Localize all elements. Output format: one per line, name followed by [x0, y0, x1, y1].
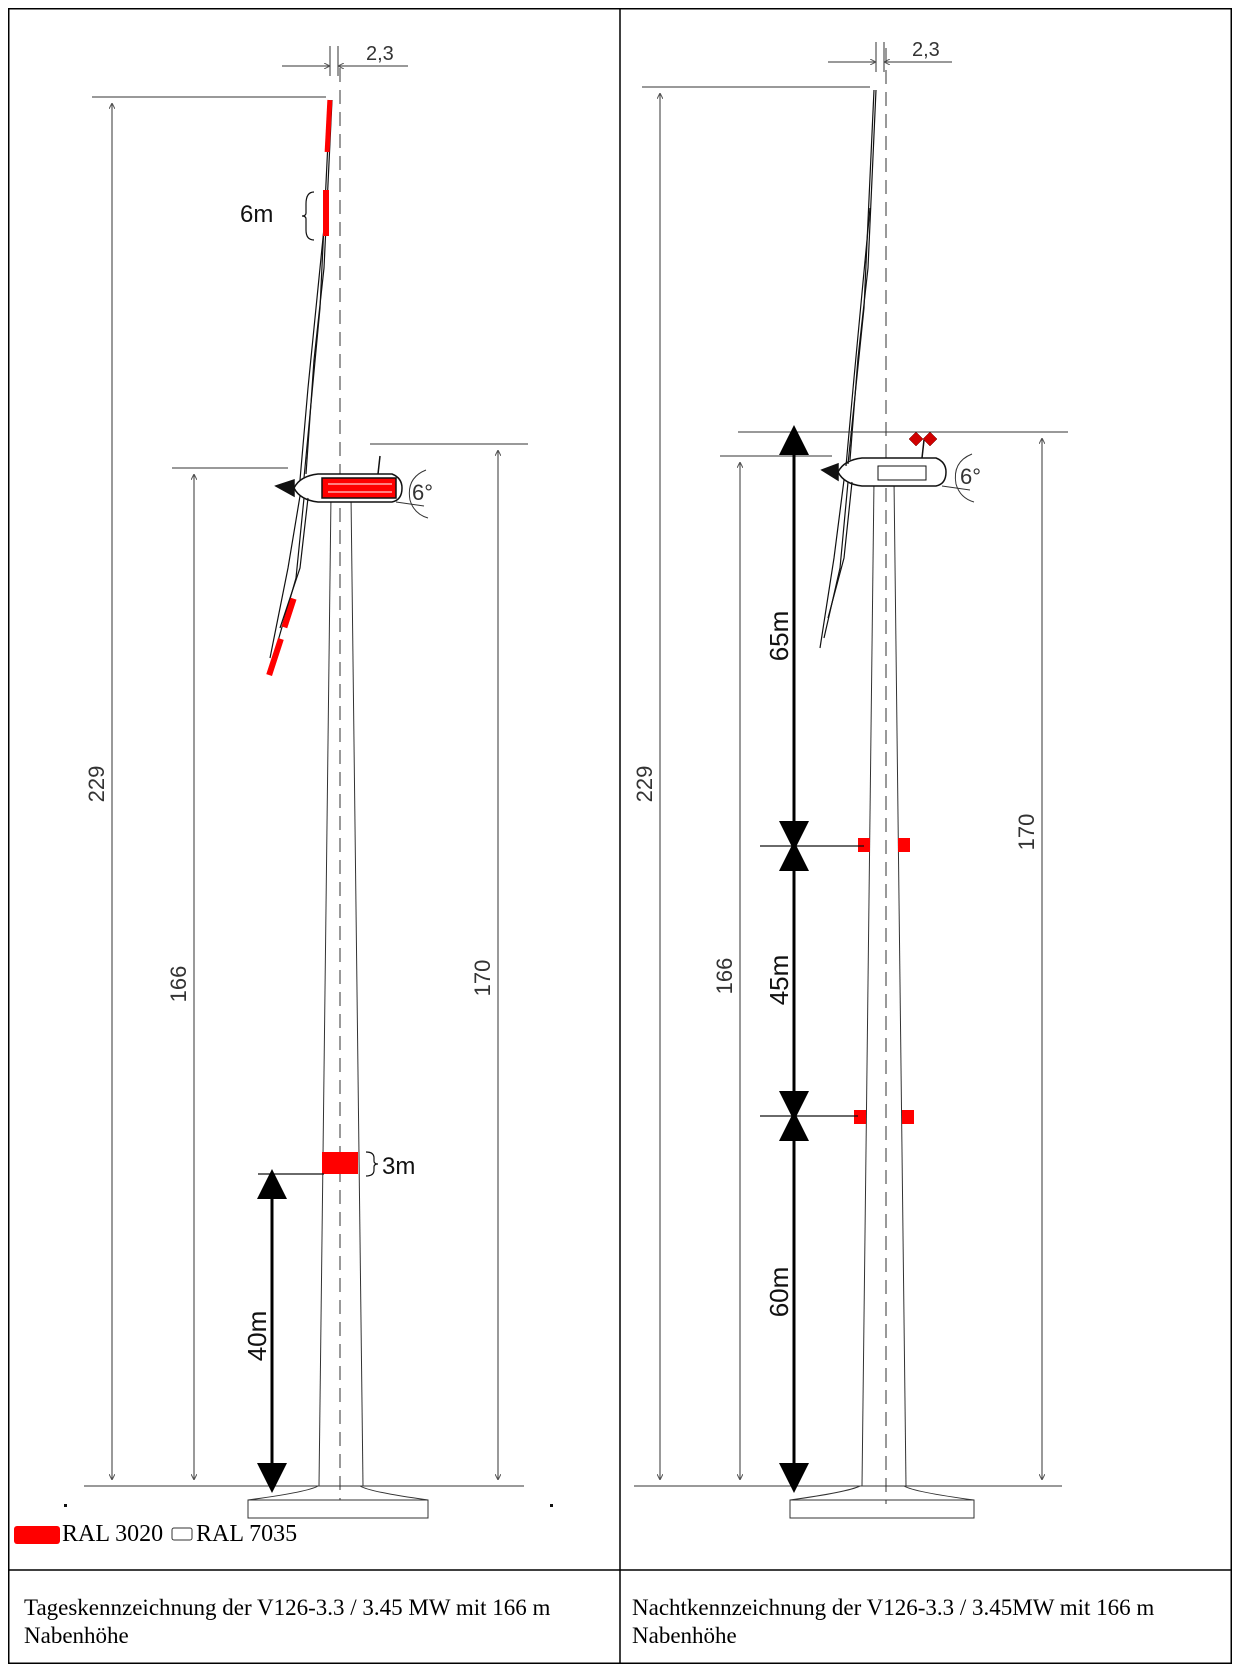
- day-lower-blade: [269, 495, 309, 659]
- legend-grey-swatch: [171, 1527, 193, 1541]
- night-lower-blade: [819, 479, 853, 649]
- night-nacelle-beacons: [908, 431, 938, 447]
- day-caption: Tageskennzeichnung der V126-3.3 / 3.45 M…: [24, 1595, 551, 1648]
- day-blade-band-label: 6m: [240, 201, 273, 228]
- day-foundation: [247, 1485, 429, 1519]
- night-caption: Nachtkennzeichnung der V126-3.3 / 3.45MW…: [632, 1595, 1155, 1648]
- day-blade-band-red: [323, 190, 329, 236]
- day-total-height-label: 229: [84, 766, 109, 803]
- legend-red-swatch: [14, 1526, 60, 1544]
- day-offset-label: 2,3: [366, 43, 394, 65]
- day-hub-height-label: 166: [166, 966, 191, 1003]
- night-total-height-label: 229: [632, 766, 657, 803]
- day-blade-lower-red-2: [266, 638, 284, 676]
- night-foundation: [789, 1485, 975, 1519]
- night-panel: 2,3: [632, 39, 1068, 1519]
- night-tower: [861, 479, 907, 1487]
- night-tower-lights: [854, 838, 914, 1124]
- drawing-frame: 2,3: [8, 8, 1232, 1664]
- day-panel: 2,3: [14, 43, 553, 1544]
- day-blade-lower-red-1: [281, 597, 297, 629]
- night-nacelle: [820, 439, 947, 487]
- night-upper-blade: [845, 89, 877, 467]
- day-blade-tip-red: [324, 99, 333, 153]
- table-grid: [8, 8, 1232, 1664]
- legend-grey-label: RAL 7035: [196, 1521, 298, 1547]
- day-nacelle-height-label: 170: [470, 960, 495, 997]
- night-nacelle-height-label: 170: [1014, 814, 1039, 851]
- night-tilt-label: 6°: [960, 464, 981, 489]
- legend-red-label: RAL 3020: [62, 1521, 164, 1547]
- day-tower-red-band: [322, 1152, 358, 1174]
- day-tower: [318, 494, 364, 1487]
- day-nacelle: [274, 455, 403, 503]
- day-upper-blade: [299, 99, 333, 481]
- day-tilt-label: 6°: [412, 480, 433, 505]
- technical-drawing: 2,3: [8, 8, 1232, 1664]
- day-tower-band-height-label: 40m: [242, 1311, 272, 1362]
- night-offset-label: 2,3: [912, 39, 940, 61]
- day-tower-band-label: 3m: [382, 1153, 415, 1180]
- night-hub-height-label: 166: [712, 958, 737, 995]
- night-upper-segment-label: 65m: [764, 611, 794, 662]
- night-middle-segment-label: 45m: [764, 955, 794, 1006]
- night-lower-segment-label: 60m: [764, 1267, 794, 1318]
